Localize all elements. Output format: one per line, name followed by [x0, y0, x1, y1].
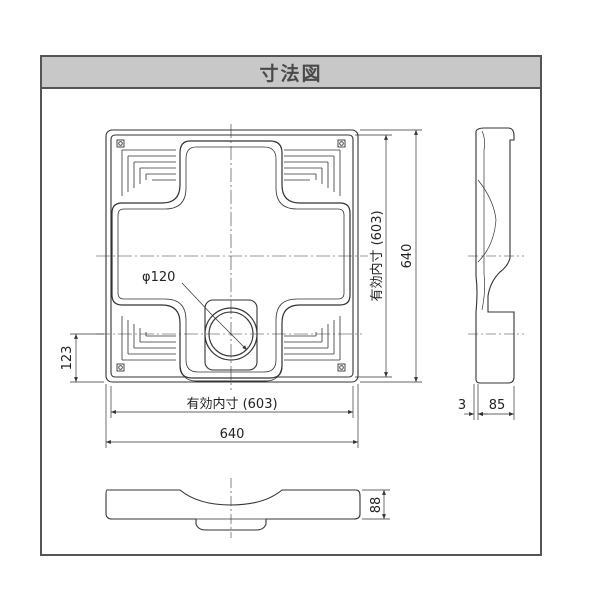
corner-ribs-top-right [284, 149, 341, 196]
side-lip-label: 3 [458, 398, 466, 413]
corner-ribs-bottom-left [121, 316, 176, 361]
corner-ribs-top-left [121, 149, 176, 196]
corner-screw-icons [116, 139, 346, 372]
center-lines [96, 124, 368, 390]
drain-diameter-leader [181, 282, 214, 317]
side-view-center-lines [468, 255, 524, 335]
drain-offset-label: 123 [60, 346, 75, 371]
drawing-title: 寸法図 [259, 62, 323, 85]
front-dimension-lines [362, 489, 390, 520]
front-view [105, 489, 361, 531]
side-view [475, 127, 515, 384]
plan-dimension-lines [70, 129, 422, 448]
cross-platform-inner-edge [117, 146, 345, 373]
side-dimension-lines [464, 384, 515, 420]
front-profile [105, 489, 361, 531]
front-height-label: 88 [369, 497, 384, 514]
side-profile [475, 127, 515, 384]
title-bar: 寸法図 [42, 57, 540, 89]
drain-diameter-label: φ120 [142, 270, 175, 285]
front-lip [179, 365, 283, 382]
inner-height-label: 有効内寸 (603) [369, 210, 385, 301]
corner-ribs-bottom-right [284, 316, 341, 361]
inner-width-label: 有効内寸 (603) [186, 396, 277, 412]
side-depth-label: 85 [489, 398, 506, 413]
overall-height-label: 640 [400, 244, 415, 269]
overall-width-label: 640 [220, 427, 245, 442]
